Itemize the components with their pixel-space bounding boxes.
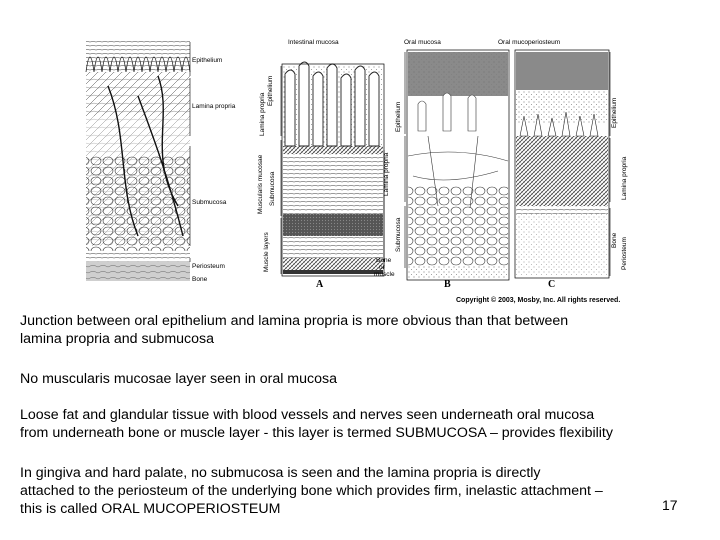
panel-a-label-muscle-layers: Muscle layers: [264, 232, 271, 272]
panel-a-label-lamina-propria: Lamina propria: [260, 93, 267, 136]
paragraph-line: Junction between oral epithelium and lam…: [20, 313, 568, 329]
label-lamina-propria: Lamina propria: [192, 104, 235, 111]
paragraph-line: this is called ORAL MUCOPERIOSTEUM: [20, 501, 280, 517]
panel-letter-a: A: [316, 279, 323, 290]
panel-c-title: Oral mucoperiosteum: [498, 40, 560, 47]
panel-letter-c: C: [548, 279, 555, 290]
paragraph-muscularis: No muscularis mucosae layer seen in oral…: [20, 370, 700, 388]
overview-panel: [86, 40, 190, 281]
panel-a-label-muscle: muscle: [374, 272, 395, 279]
panel-c-label-bone: Bone: [612, 233, 619, 248]
paragraph-line: from underneath bone or muscle layer - t…: [20, 425, 613, 441]
label-submucosa: Submucosa: [192, 200, 226, 207]
panel-b-title: Oral mucosa: [404, 40, 441, 47]
panel-c-label-epithelium: Epithelium: [612, 98, 619, 128]
label-bone: Bone: [192, 277, 207, 284]
paragraph-junction: Junction between oral epithelium and lam…: [20, 312, 700, 348]
panel-a-label-submucosa: Submucosa: [270, 172, 277, 206]
panel-letter-b: B: [444, 279, 451, 290]
copyright-notice: Copyright © 2003, Mosby, Inc. All rights…: [456, 297, 620, 304]
panel-a-title: Intestinal mucosa: [288, 40, 339, 47]
panel-b: [407, 50, 509, 280]
panel-a: [282, 62, 384, 276]
panel-b-label-submucosa: Submucosa: [396, 218, 403, 252]
panel-c: [515, 50, 609, 278]
label-epithelium: Epithelium: [192, 58, 222, 65]
panel-c-label-lamina-propria: Lamina propria: [622, 157, 629, 200]
panel-b-label-lamina-propria: Lamina propria: [384, 153, 391, 196]
paragraph-line: In gingiva and hard palate, no submucosa…: [20, 465, 541, 481]
histology-illustration: [78, 36, 648, 308]
panel-b-label-epithelium: Epithelium: [396, 102, 403, 132]
panel-a-label-muscularis-mucosae: Muscularis mucosae: [258, 155, 265, 214]
paragraph-mucoperiosteum: In gingiva and hard palate, no submucosa…: [20, 464, 700, 518]
panel-c-label-periosteum: Periosteum: [622, 237, 629, 270]
page-number: 17: [662, 497, 678, 513]
paragraph-line: Loose fat and glandular tissue with bloo…: [20, 407, 594, 423]
paragraph-submucosa: Loose fat and glandular tissue with bloo…: [20, 406, 700, 442]
histology-figure: Epithelium Lamina propria Submucosa Peri…: [78, 36, 648, 308]
label-periosteum: Periosteum: [192, 264, 225, 271]
panel-a-label-epithelium: Epithelium: [268, 76, 275, 106]
paragraph-line: No muscularis mucosae layer seen in oral…: [20, 371, 337, 387]
paragraph-line: attached to the periosteum of the underl…: [20, 483, 603, 499]
paragraph-line: lamina propria and submucosa: [20, 331, 214, 347]
